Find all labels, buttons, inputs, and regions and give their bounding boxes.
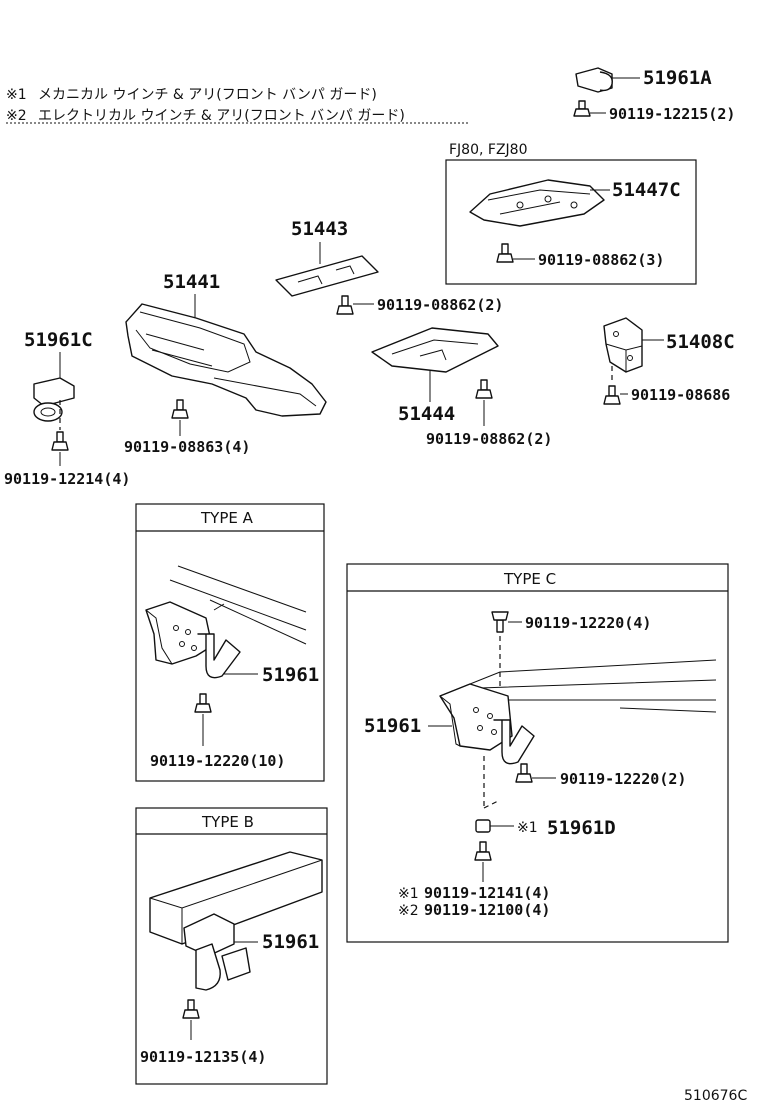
type-b-frame bbox=[135, 807, 328, 1085]
hook-51961C-bracket bbox=[33, 377, 75, 407]
bracket-51408C-detail bbox=[605, 343, 643, 372]
label-fj80-fzj80: FJ80, FZJ80 bbox=[449, 142, 527, 158]
label-51447C: 51447C bbox=[612, 179, 681, 201]
note-1-mark: ※1 bbox=[6, 87, 27, 103]
type-a-part-label: 51961 bbox=[262, 664, 319, 686]
label-90119-08862-2a: 90119-08862(2) bbox=[377, 296, 503, 314]
type-c-mark-1: ※1 bbox=[517, 820, 538, 836]
type-c-mark-1b: ※1 bbox=[398, 886, 419, 902]
type-c-mark-2: ※2 bbox=[398, 903, 419, 919]
type-c-frame-rails bbox=[439, 659, 717, 713]
note-1-text: メカニカル ウインチ & アリ(フロント バンパ ガード) bbox=[38, 87, 377, 103]
type-b-part-label: 51961 bbox=[262, 931, 319, 953]
type-b-bracket bbox=[183, 913, 235, 957]
figure-reference: 510676C bbox=[684, 1088, 747, 1104]
label-51961A: 51961A bbox=[643, 67, 712, 89]
type-b-block bbox=[221, 947, 251, 981]
plate-51443-shape bbox=[275, 255, 379, 297]
bolt-icon bbox=[51, 431, 69, 451]
label-90119-08862-3: 90119-08862(3) bbox=[538, 251, 664, 269]
hook-51961C-ring bbox=[33, 402, 63, 422]
bolt-icon bbox=[171, 399, 189, 419]
label-90119-12214: 90119-12214(4) bbox=[4, 470, 130, 488]
type-c-bolt-1-label: 90119-12141(4) bbox=[424, 884, 550, 902]
label-51444: 51444 bbox=[398, 403, 455, 425]
note-2-text: エレクトリカル ウインチ & アリ(フロント バンパ ガード) bbox=[38, 108, 405, 124]
part-51443-group: 51443 90119-08862(2) bbox=[275, 218, 503, 315]
type-b-panel: TYPE B 51961 90119-12135(4) bbox=[135, 807, 328, 1085]
type-a-bracket bbox=[145, 601, 213, 665]
type-b-hook bbox=[195, 943, 221, 991]
note-2-mark: ※2 bbox=[6, 108, 27, 124]
bolt-icon bbox=[182, 999, 200, 1019]
type-c-bolt-2-label: 90119-12100(4) bbox=[424, 901, 550, 919]
type-a-title: TYPE A bbox=[200, 509, 254, 527]
type-c-bolt-top-label: 90119-12220(4) bbox=[525, 614, 651, 632]
type-b-title: TYPE B bbox=[201, 813, 254, 831]
label-90119-08686: 90119-08686 bbox=[631, 386, 730, 404]
label-90119-08862-2b: 90119-08862(2) bbox=[426, 430, 552, 448]
type-b-bolt-label: 90119-12135(4) bbox=[140, 1048, 266, 1066]
skid-plate-51441-shape bbox=[125, 303, 327, 417]
plate-51447C-shape bbox=[469, 179, 605, 227]
label-90119-08863: 90119-08863(4) bbox=[124, 438, 250, 456]
skid-plate-51441-inner bbox=[135, 311, 251, 373]
hook-51961A-ring bbox=[599, 71, 613, 92]
type-a-frame bbox=[135, 503, 325, 782]
bolt-icon bbox=[194, 693, 212, 713]
plate-51444-shape bbox=[371, 327, 499, 373]
type-a-bolt-label: 90119-12220(10) bbox=[150, 752, 285, 770]
part-51408C-group: 51408C 90119-08686 bbox=[603, 317, 735, 405]
plate-51447C-detail bbox=[487, 189, 591, 215]
skid-plate-51441-ribs bbox=[145, 333, 317, 407]
type-c-title: TYPE C bbox=[503, 570, 556, 588]
part-51444-group: 51444 90119-08862(2) bbox=[371, 327, 552, 448]
type-c-part-d-label: 51961D bbox=[547, 817, 616, 839]
bolt-icon bbox=[603, 385, 621, 405]
type-c-bracket bbox=[439, 683, 513, 751]
type-c-frame bbox=[346, 563, 729, 943]
label-51443: 51443 bbox=[291, 218, 348, 240]
type-a-hook bbox=[197, 633, 241, 679]
type-c-panel: TYPE C 90119-12220(4) 51961 90119-12220(… bbox=[346, 563, 729, 943]
label-51961C: 51961C bbox=[24, 329, 93, 351]
plate-51443-detail bbox=[297, 265, 355, 285]
label-51408C: 51408C bbox=[666, 331, 735, 353]
plate-51444-detail bbox=[391, 339, 479, 361]
part-51961A-group: 51961A 90119-12215(2) bbox=[573, 67, 735, 123]
bolt-icon bbox=[573, 100, 591, 117]
type-c-part-label: 51961 bbox=[364, 715, 421, 737]
type-a-panel: TYPE A 51961 90119-12220(10) bbox=[135, 503, 325, 782]
bolt-icon bbox=[491, 611, 509, 633]
label-51441: 51441 bbox=[163, 271, 220, 293]
notes: ※1 メカニカル ウインチ & アリ(フロント バンパ ガード) ※2 エレクト… bbox=[6, 87, 470, 124]
bolt-icon bbox=[336, 295, 354, 315]
bolt-icon bbox=[475, 379, 493, 399]
part-51961C-group: 51961C 90119-12214(4) bbox=[4, 329, 130, 488]
type-a-frame-rails bbox=[169, 565, 307, 645]
bolt-icon bbox=[515, 763, 533, 783]
type-c-bolt-side-label: 90119-12220(2) bbox=[560, 770, 686, 788]
fj80-frame bbox=[445, 159, 697, 285]
bolt-icon bbox=[474, 841, 492, 861]
type-c-hook bbox=[493, 719, 535, 765]
fj80-group: FJ80, FZJ80 51447C 90119-08862(3) bbox=[445, 142, 697, 285]
type-c-spacer-51961D bbox=[475, 819, 491, 833]
bolt-icon bbox=[496, 243, 514, 263]
part-51441-group: 51441 90119-08863(4) bbox=[124, 271, 327, 456]
label-90119-12215: 90119-12215(2) bbox=[609, 105, 735, 123]
